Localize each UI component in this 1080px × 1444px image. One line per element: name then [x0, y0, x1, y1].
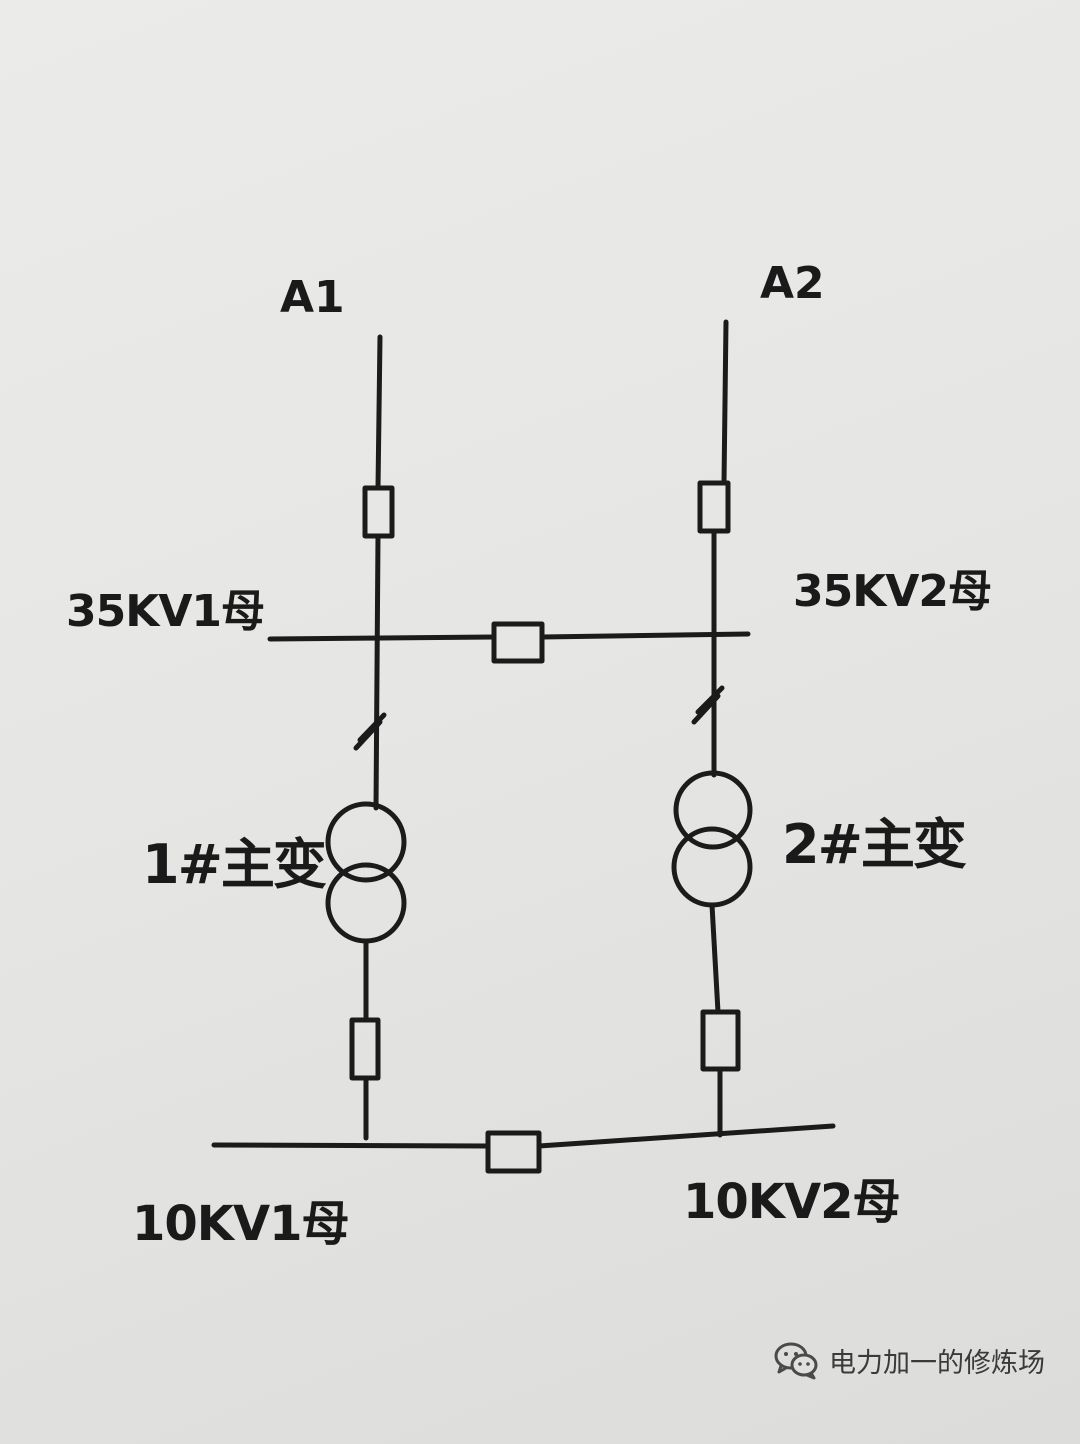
- bus-35kv-1-label: 35KV1母: [66, 586, 265, 637]
- line-a2-incoming: [721, 319, 729, 486]
- bus-35kv-1-bar: [267, 634, 497, 642]
- line-a1-incoming: [375, 334, 383, 491]
- bus-35kv-2-bar: [539, 631, 751, 640]
- bus-35kv-2-label: 35KV2母: [793, 566, 992, 617]
- line-a1-to-bus: [373, 533, 381, 811]
- breaker-a1: [362, 485, 395, 539]
- bus-tie-breaker-35kv: [491, 621, 545, 664]
- disconnector-t2-mark: [691, 685, 725, 725]
- bus-10kv-2-bar: [536, 1123, 836, 1149]
- bus-10kv-1-label: 10KV1母: [132, 1196, 350, 1252]
- bus-10kv-2-label: 10KV2母: [683, 1174, 901, 1230]
- breaker-t2-10kv: [700, 1009, 741, 1072]
- wechat-watermark: 电力加一的修炼场: [773, 1338, 1045, 1382]
- transformer-1-primary-winding: [325, 801, 407, 883]
- feeder-a1-label: A1: [280, 272, 345, 323]
- bus-10kv-1-bar: [211, 1142, 491, 1149]
- transformer-1-label: 1#主变: [142, 833, 327, 896]
- transformer-1-secondary-winding: [325, 862, 407, 944]
- bus-tie-breaker-10kv: [485, 1130, 542, 1174]
- wechat-icon: [774, 1342, 818, 1380]
- transformer-2-secondary-winding: [671, 826, 753, 908]
- breaker-t1-10kv: [349, 1017, 381, 1081]
- transformer-2-primary-winding: [673, 770, 753, 850]
- watermark-text: 电力加一的修炼场: [829, 1347, 1045, 1379]
- transformer-2-label: 2#主变: [782, 813, 967, 876]
- disconnector-t1-mark: [353, 712, 387, 751]
- line-t2-to-breaker: [709, 902, 721, 1015]
- feeder-a2-label: A2: [760, 258, 825, 309]
- breaker-a2: [697, 480, 731, 534]
